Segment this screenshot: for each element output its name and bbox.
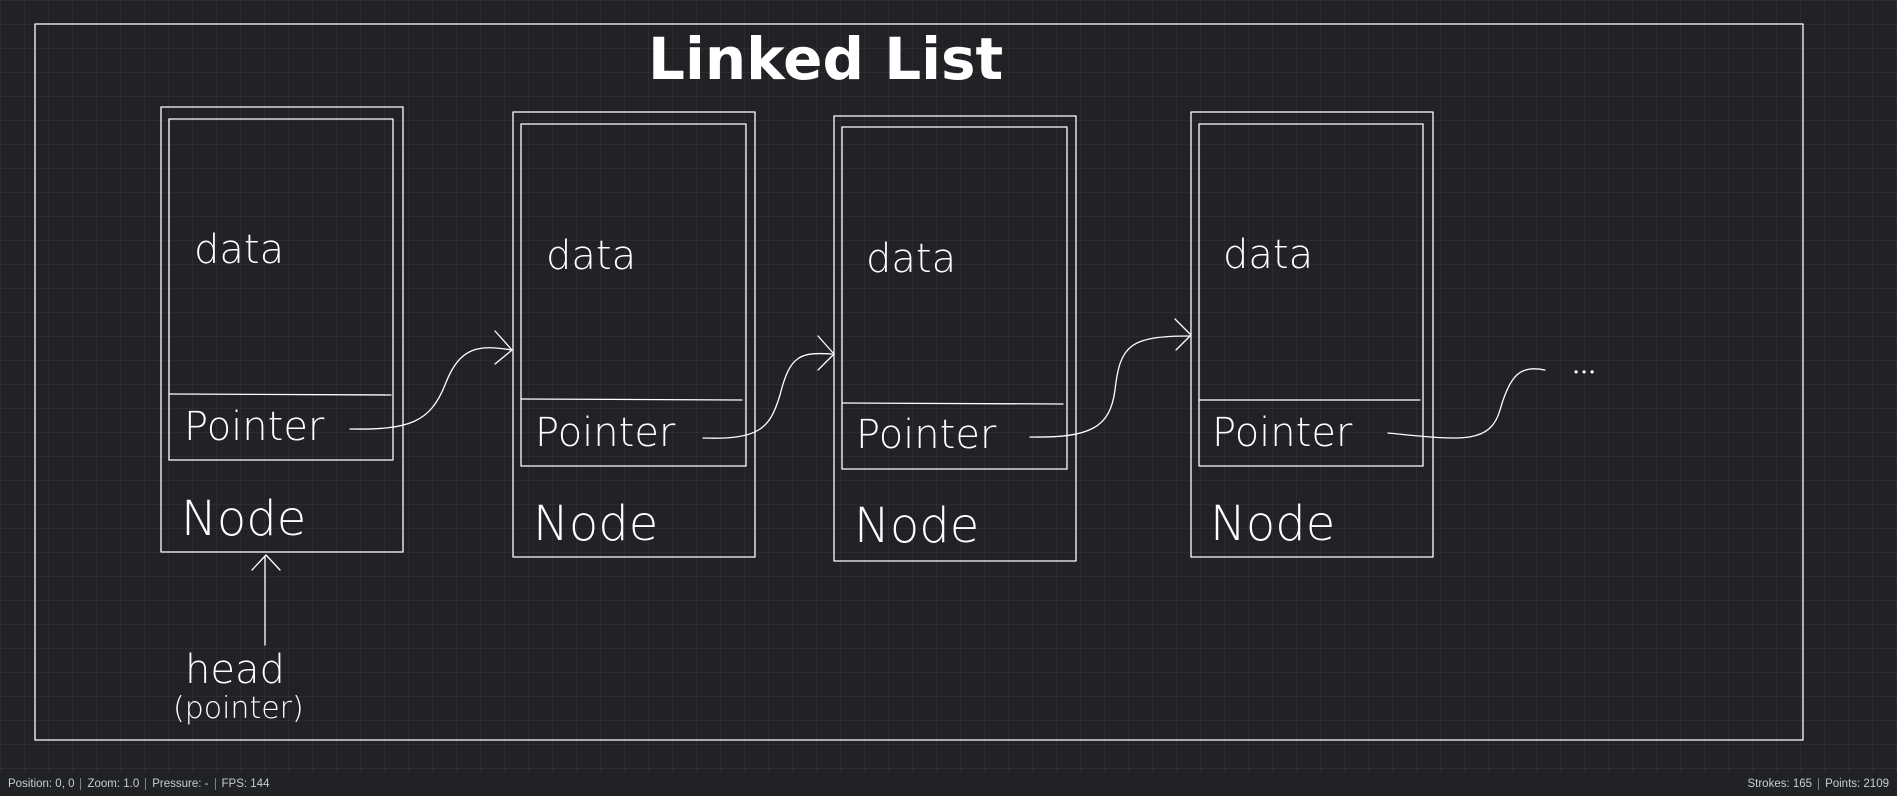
status-points: Points: 2109: [1825, 778, 1889, 790]
status-separator: [214, 778, 216, 790]
node-1-outer-box: [160, 106, 404, 553]
arrowhead-3-icon: [1174, 318, 1192, 351]
node-1-divider: [168, 393, 392, 396]
node-2-pointer-label: Pointer: [535, 410, 676, 456]
node-3-divider: [841, 402, 1064, 405]
node-4-pointer-label: Pointer: [1212, 410, 1353, 456]
status-position: Position: 0, 0: [8, 778, 75, 790]
status-zoom: Zoom: 1.0: [87, 778, 140, 790]
status-strokes: Strokes: 165: [1747, 778, 1813, 790]
node-2-data-label: data: [546, 233, 636, 279]
head-sublabel: (pointer): [173, 691, 304, 726]
link-arrow-3: [1029, 335, 1191, 438]
head-label: head: [185, 647, 285, 693]
status-separator: [1818, 778, 1820, 790]
node-3-outer-box: [833, 115, 1077, 562]
node-1-node-label: Node: [181, 491, 306, 547]
node-3: [833, 115, 1077, 562]
arrowhead-1-icon: [494, 330, 513, 365]
node-1-data-label: data: [194, 227, 284, 273]
status-bar: Position: 0, 0 Zoom: 1.0 Pressure: - FPS…: [0, 772, 1897, 796]
status-separator: [145, 778, 147, 790]
whiteboard-drawing: Linked List data Pointer Node data Point…: [34, 23, 1804, 741]
node-3-data-label: data: [866, 236, 956, 282]
link-arrow-4: [1387, 368, 1546, 439]
diagram-title: Linked List: [648, 25, 1003, 93]
status-right: Strokes: 165 Points: 2109: [1747, 778, 1889, 790]
status-left: Position: 0, 0 Zoom: 1.0 Pressure: - FPS…: [8, 778, 269, 790]
node-2-node-label: Node: [533, 496, 658, 552]
status-separator: [80, 778, 82, 790]
ellipsis-marker: • • •: [1574, 365, 1594, 379]
node-3-pointer-label: Pointer: [856, 412, 997, 458]
head-arrowhead-icon: [251, 554, 281, 571]
node-2-divider: [520, 398, 743, 401]
arrowhead-2-icon: [817, 335, 835, 371]
node-4-data-label: data: [1223, 232, 1313, 278]
node-4-outer-box: [1190, 111, 1434, 558]
node-1: [160, 106, 404, 553]
link-arrow-2: [702, 352, 833, 439]
status-pressure: Pressure: -: [152, 778, 209, 790]
node-2-inner-box: [520, 123, 747, 467]
node-4-node-label: Node: [1210, 496, 1335, 552]
node-2: [512, 111, 756, 558]
node-4: [1190, 111, 1434, 558]
outer-frame: [34, 23, 1804, 741]
node-2-outer-box: [512, 111, 756, 558]
status-fps: FPS: 144: [221, 778, 270, 790]
node-1-pointer-label: Pointer: [184, 404, 325, 450]
node-1-inner-box: [168, 118, 394, 461]
node-4-inner-box: [1198, 123, 1424, 467]
link-arrow-1: [349, 347, 513, 430]
node-3-node-label: Node: [854, 498, 979, 554]
node-3-inner-box: [841, 126, 1068, 470]
